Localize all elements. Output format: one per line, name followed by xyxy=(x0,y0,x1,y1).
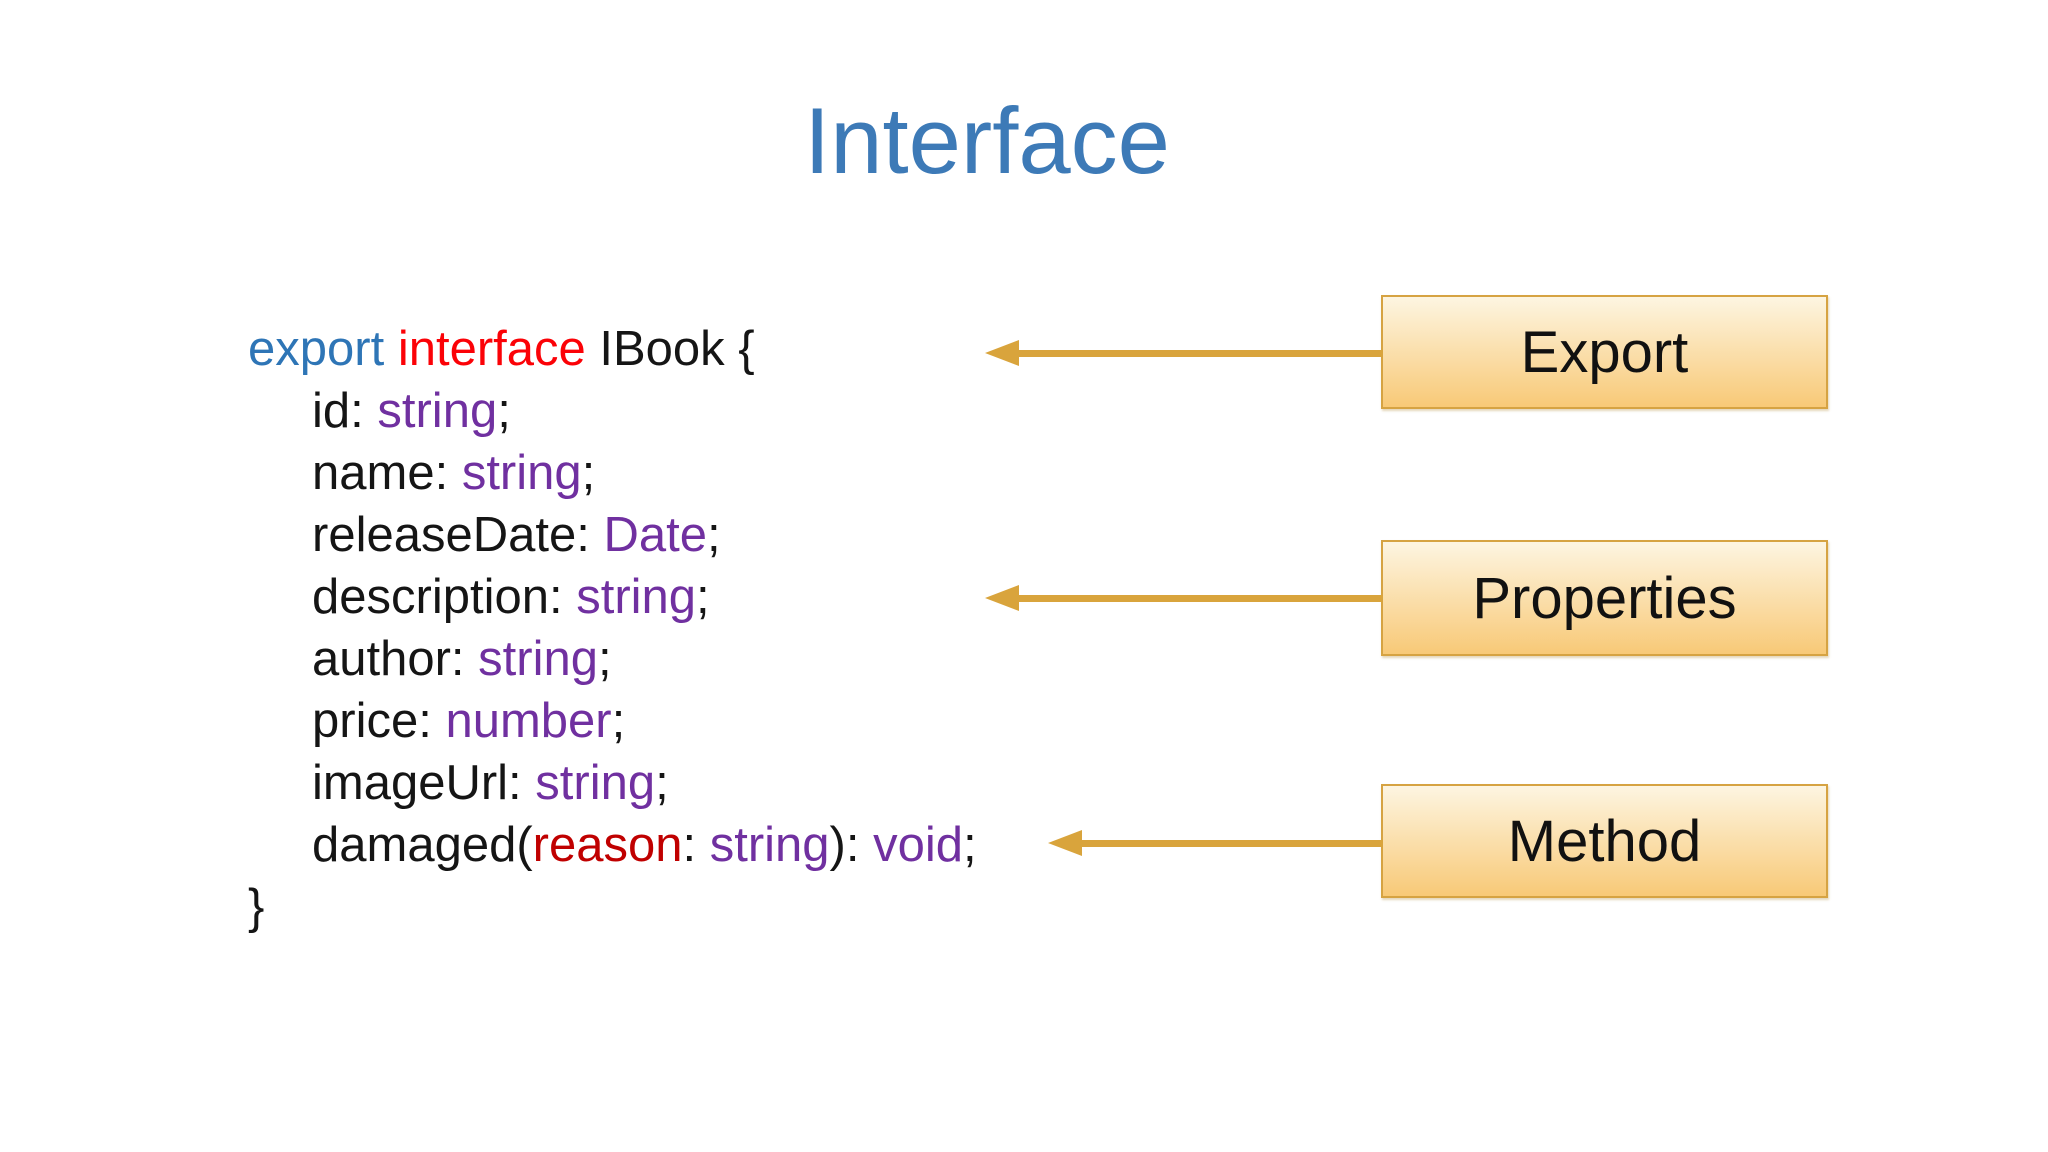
code-line: } xyxy=(248,876,977,938)
code-token: damaged( xyxy=(312,818,533,872)
code-token: ; xyxy=(696,570,710,624)
code-token: : xyxy=(682,818,710,872)
code-token: ): xyxy=(829,818,874,872)
code-token: } xyxy=(248,880,265,934)
code-line: price: number; xyxy=(248,690,977,752)
arrow-head-icon-properties xyxy=(985,585,1019,611)
code-line: name: string; xyxy=(248,442,977,504)
code-token: ; xyxy=(706,508,721,562)
arrow-shaft-properties xyxy=(1015,595,1383,602)
code-block: export interface IBook {id: string;name:… xyxy=(248,318,977,938)
arrow-shaft-export xyxy=(1015,350,1383,357)
code-token: export xyxy=(248,322,398,376)
callout-label: Properties xyxy=(1472,565,1737,631)
slide-title: Interface xyxy=(804,88,1170,193)
callout-box-export: Export xyxy=(1381,295,1828,409)
arrow-head-icon-method xyxy=(1048,830,1082,856)
code-token: string xyxy=(377,384,498,438)
code-token: string xyxy=(478,632,598,686)
code-line: author: string; xyxy=(248,628,977,690)
code-line: damaged(reason: string): void; xyxy=(248,814,977,876)
code-token: ; xyxy=(962,818,977,872)
code-token: imageUrl: xyxy=(312,756,536,810)
code-token: description: xyxy=(312,570,577,624)
code-token: reason xyxy=(532,818,683,872)
code-token: string xyxy=(576,570,697,624)
arrow-shaft-method xyxy=(1078,840,1383,847)
code-token: Date xyxy=(603,508,707,562)
callout-box-properties: Properties xyxy=(1381,540,1828,656)
code-token: number xyxy=(445,694,612,748)
callout-label: Method xyxy=(1507,808,1702,874)
code-token: ; xyxy=(611,694,626,748)
code-token: ; xyxy=(581,446,596,500)
code-token: ; xyxy=(655,756,669,810)
code-token: name: xyxy=(312,446,462,500)
code-token: string xyxy=(709,818,830,872)
code-token: void xyxy=(873,818,963,872)
arrow-head-icon-export xyxy=(985,340,1019,366)
callout-label: Export xyxy=(1520,319,1689,385)
code-line: id: string; xyxy=(248,380,977,442)
code-token: id: xyxy=(312,384,378,438)
code-token: string xyxy=(535,756,656,810)
code-token: price: xyxy=(312,694,446,748)
code-line: imageUrl: string; xyxy=(248,752,977,814)
code-token: ; xyxy=(598,632,612,686)
code-line: releaseDate: Date; xyxy=(248,504,977,566)
code-token: releaseDate: xyxy=(312,508,604,562)
code-token: interface xyxy=(397,322,600,376)
callout-box-method: Method xyxy=(1381,784,1828,898)
code-token: author: xyxy=(312,632,479,686)
code-line: export interface IBook { xyxy=(248,318,977,380)
code-token: string xyxy=(461,446,582,500)
code-line: description: string; xyxy=(248,566,977,628)
code-token: ; xyxy=(497,384,511,438)
code-token: IBook { xyxy=(599,322,755,376)
